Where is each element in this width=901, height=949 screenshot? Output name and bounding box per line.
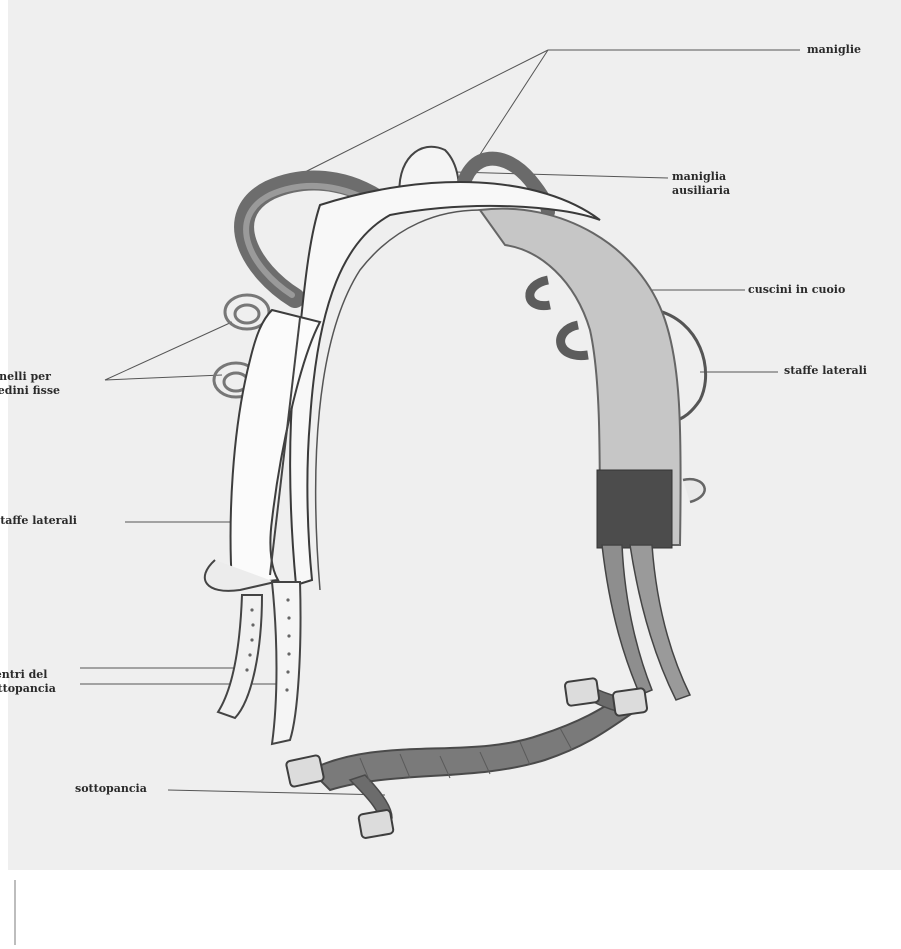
buckle-top-2 bbox=[612, 688, 647, 716]
label-centri-line1: centri del bbox=[0, 668, 80, 682]
buckle-top-1 bbox=[564, 678, 599, 706]
label-sottopancia: sottopancia bbox=[75, 782, 147, 796]
label-cuscini: cuscini in cuoio bbox=[748, 283, 845, 297]
label-centri-line2: sottopancia bbox=[0, 682, 80, 696]
label-anelli-line1: anelli per bbox=[0, 370, 108, 384]
label-maniglia-ausiliaria: maniglia ausiliaria bbox=[672, 170, 730, 198]
label-staffe-laterali-left: staffe laterali bbox=[0, 514, 125, 528]
buckle-left bbox=[286, 755, 325, 788]
leather-panel-dark-band bbox=[597, 470, 672, 548]
label-maniglia-ausiliaria-line2: ausiliaria bbox=[672, 184, 730, 198]
label-centri: centri del sottopancia bbox=[0, 668, 80, 696]
label-staffe-laterali-left-text: staffe laterali bbox=[0, 514, 125, 528]
buckle-bottom bbox=[358, 809, 394, 838]
scan-gray-area bbox=[8, 0, 901, 870]
label-maniglie: maniglie bbox=[807, 43, 861, 57]
label-staffe-laterali-right: staffe laterali bbox=[784, 364, 867, 378]
label-maniglia-ausiliaria-line1: maniglia bbox=[672, 170, 730, 184]
